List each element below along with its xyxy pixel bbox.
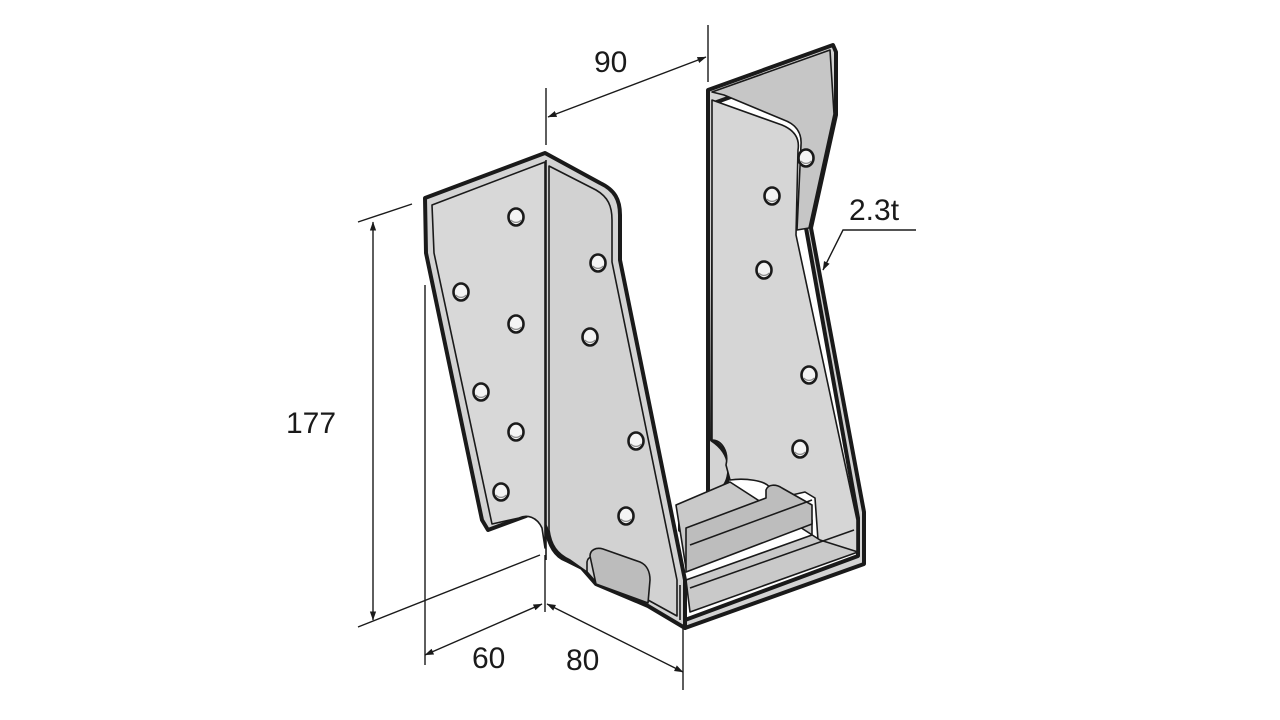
- nail-hole-shade: [794, 451, 806, 455]
- nail-hole-shade: [510, 326, 522, 330]
- nail-hole-shade: [803, 377, 815, 381]
- nail-holes: [452, 148, 818, 526]
- nail-hole-shade: [766, 198, 778, 202]
- seat-tab: [685, 484, 813, 573]
- gap-dim-line: [547, 56, 707, 118]
- nail-hole-shade: [800, 160, 812, 164]
- nail-hole-shade: [592, 265, 604, 269]
- seat-front-line: [689, 529, 855, 589]
- nail-hole-shade: [475, 394, 487, 398]
- front-bottom-tab: [589, 547, 651, 604]
- depth-dim-line: [424, 603, 543, 656]
- height-ext-top: [357, 203, 413, 223]
- nail-hole-shade: [455, 294, 467, 298]
- thickness-label: 2.3t: [849, 194, 900, 227]
- height-label: 177: [286, 407, 336, 440]
- depth-label: 60: [472, 642, 505, 675]
- nail-hole-shade: [584, 339, 596, 343]
- height-ext-bottom: [357, 554, 541, 628]
- nail-hole-shade: [495, 494, 507, 498]
- right-side-plate: [678, 43, 866, 630]
- thickness-leader: [822, 229, 916, 271]
- dimension-lines: [357, 25, 916, 690]
- seat-fold-line: [689, 499, 813, 546]
- front-flange-face: [431, 161, 546, 549]
- bottom-seat: [675, 481, 859, 613]
- nail-hole-shade: [758, 272, 770, 276]
- nail-hole-shade: [620, 518, 632, 522]
- nail-hole-shade: [630, 443, 642, 447]
- nail-hole-shade: [510, 219, 522, 223]
- right-flange-face: [711, 49, 835, 231]
- nail-hole-shade: [510, 434, 522, 438]
- gap-label: 90: [594, 46, 627, 79]
- width-label: 80: [566, 644, 599, 677]
- front-side-plate: [423, 151, 687, 630]
- width-dim-line: [546, 603, 684, 673]
